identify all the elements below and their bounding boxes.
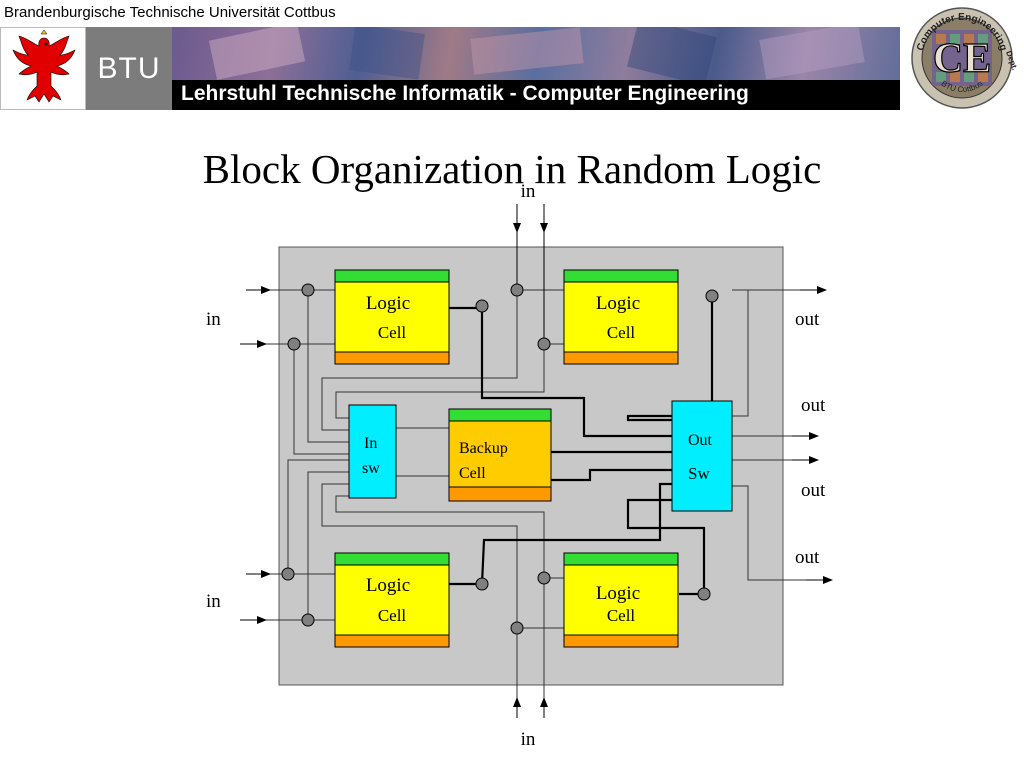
backup-cell-sub: Cell — [459, 465, 486, 482]
node — [510, 621, 524, 635]
node — [705, 289, 719, 303]
ce-badge-logo: CE Computer Engineering BTU Cottbus Dept… — [906, 4, 1019, 112]
node — [301, 283, 315, 297]
node — [697, 587, 711, 601]
badge-arc-bottom: BTU Cottbus — [940, 79, 985, 94]
backup-cell-label: Backup — [459, 440, 508, 457]
slide-title: Block Organization in Random Logic — [202, 146, 822, 192]
out-switch-label: Out — [688, 432, 713, 449]
node — [475, 299, 489, 313]
port-label-bottom-in: in — [521, 729, 536, 750]
logic-cell-4: Logic Cell — [563, 552, 679, 648]
logic-cell-2-label: Logic — [596, 293, 640, 314]
in-switch: In sw — [348, 404, 397, 499]
port-label-top-in: in — [521, 181, 536, 202]
connection-nodes — [281, 283, 719, 635]
logic-cell-4-label: Logic — [596, 583, 640, 604]
node — [537, 571, 551, 585]
chair-title: Lehrstuhl Technische Informatik - Comput… — [181, 82, 749, 105]
badge-initials: CE — [933, 36, 991, 82]
thin-wires — [258, 289, 832, 700]
backup-cell: Backup Cell — [448, 408, 552, 502]
logic-cell-1: Logic Cell — [334, 269, 450, 365]
port-label-out-1: out — [795, 309, 820, 330]
node — [287, 337, 301, 351]
logic-cell-3-label: Logic — [366, 575, 410, 596]
logic-cell-1-sub: Cell — [378, 323, 407, 342]
logic-cell-2-sub: Cell — [607, 323, 636, 342]
logic-cell-3-sub: Cell — [378, 606, 407, 625]
node — [301, 613, 315, 627]
out-switch: Out Sw — [671, 400, 733, 512]
node — [510, 283, 524, 297]
in-switch-label: In — [364, 435, 377, 452]
port-label-out-3: out — [801, 480, 826, 501]
in-switch-sub: sw — [362, 460, 380, 477]
header-banner — [172, 27, 900, 110]
node — [475, 577, 489, 591]
logic-cell-1-label: Logic — [366, 293, 410, 314]
node — [537, 337, 551, 351]
logic-cell-4-sub: Cell — [607, 606, 636, 625]
university-name: Brandenburgische Technische Universität … — [4, 4, 336, 21]
node — [281, 567, 295, 581]
port-label-out-2: out — [801, 395, 826, 416]
btu-logo: BTU — [86, 27, 172, 110]
port-label-out-4: out — [795, 547, 820, 568]
logic-cell-2: Logic Cell — [563, 269, 679, 365]
port-label-left-lower-in: in — [206, 591, 221, 612]
port-label-left-upper-in: in — [206, 309, 221, 330]
port-arrows — [240, 204, 833, 718]
logic-cell-3: Logic Cell — [334, 552, 450, 648]
brandenburg-eagle-logo — [0, 27, 86, 110]
out-switch-sub: Sw — [688, 464, 710, 483]
svg-text:BTU Cottbus: BTU Cottbus — [940, 79, 985, 94]
